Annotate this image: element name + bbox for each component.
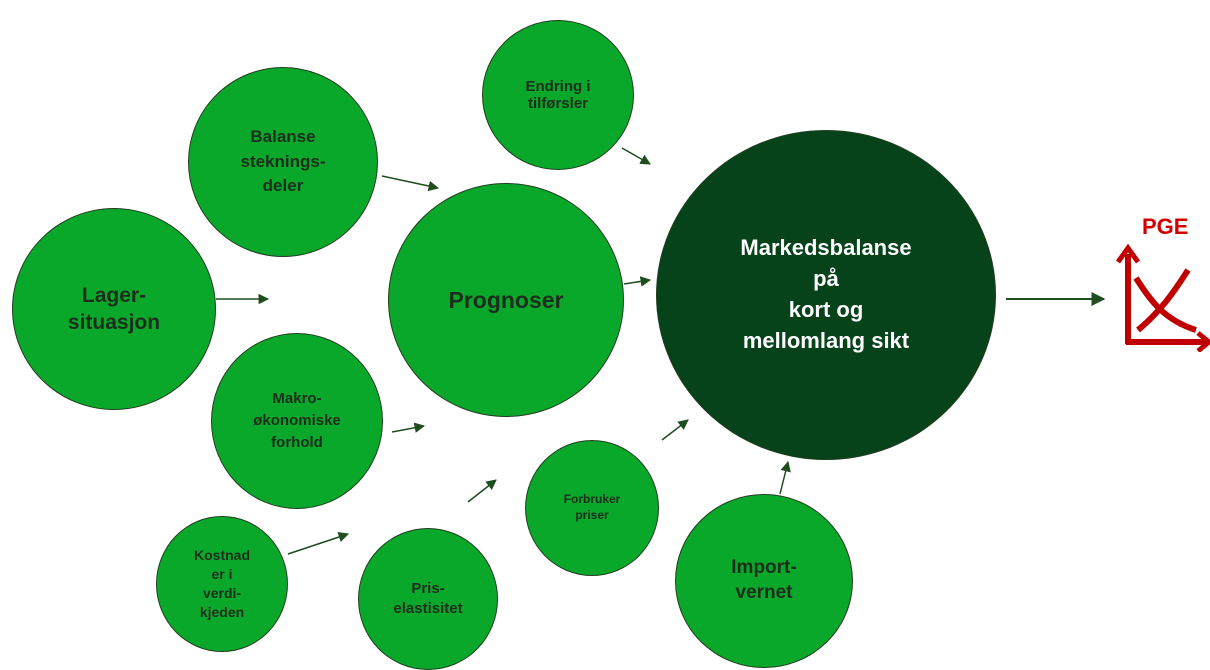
node-import-label: Import- vernet [731, 557, 797, 603]
node-prognoser-label: Prognoser [448, 286, 564, 313]
node-kostnader-label: Kostnad er i verdi- kjeden [194, 547, 250, 620]
node-markedsbalanse: Markedsbalanse på kort og mellomlang sik… [656, 130, 996, 460]
node-pris-label: Pris- elastisitet [393, 579, 463, 617]
node-kostnader-i-verdikjeden: Kostnad er i verdi- kjeden [156, 516, 288, 652]
pge-logo-text: PGE [1142, 214, 1189, 239]
node-forbruker-label: Forbruker priser [563, 492, 621, 522]
node-importvernet: Import- vernet [675, 494, 853, 668]
node-balanse-label: Balanse steknings- deler [240, 127, 326, 196]
node-prognoser: Prognoser [388, 183, 624, 417]
node-lagersituasjon: Lager- situasjon [12, 208, 216, 410]
node-balanse-stykningsdeler: Balanse steknings- deler [188, 67, 378, 257]
arrow-makro-prognoser [391, 422, 426, 433]
node-endring-label: Endring i tilførsler [525, 78, 591, 112]
arrow-endring-main [621, 147, 651, 165]
arrow-forbruker-main [661, 419, 689, 441]
arrow-pris-forbruker [467, 479, 497, 503]
arrow-prognoser-main [623, 276, 652, 287]
node-makro-label: Makro- økonomiske forhold [253, 390, 341, 451]
node-forbrukerpriser: Forbruker priser [525, 440, 659, 576]
node-main-label: Markedsbalanse på kort og mellomlang sik… [740, 235, 912, 353]
node-priselastisitet: Pris- elastisitet [358, 528, 498, 670]
node-endring-i-tilforsler: Endring i tilførsler [482, 20, 634, 170]
arrow-balanse-prognoser [381, 175, 440, 192]
node-lager-label: Lager- situasjon [67, 283, 161, 334]
arrow-kostnader-pris [287, 532, 349, 555]
node-makrookonomiske-forhold: Makro- økonomiske forhold [211, 333, 383, 509]
pge-chart-logo-icon [1115, 243, 1210, 352]
arrow-import-main [779, 460, 791, 495]
